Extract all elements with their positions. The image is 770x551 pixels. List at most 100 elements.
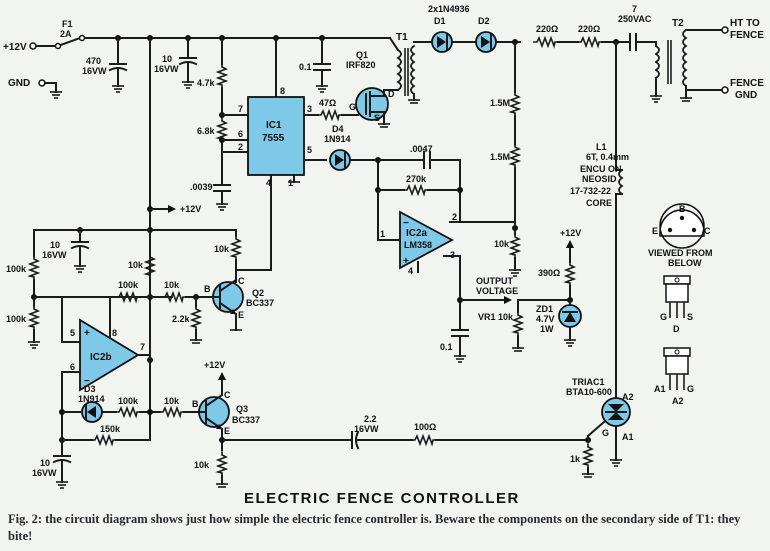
svg-text:TRIAC1: TRIAC1 [572,377,605,387]
svg-text:10k: 10k [164,280,180,290]
svg-text:250VAC: 250VAC [618,14,652,24]
svg-text:150k: 150k [100,424,121,434]
svg-text:.0047: .0047 [410,144,433,154]
svg-text:10: 10 [40,458,50,468]
svg-text:A1: A1 [622,432,634,442]
svg-text:16VW: 16VW [32,468,57,478]
svg-text:G: G [349,102,356,112]
svg-text:+12V: +12V [560,228,581,238]
svg-text:2A: 2A [60,29,72,39]
ic2a-feedback: .0047 270k [375,144,516,241]
svg-text:ENCU ON: ENCU ON [580,164,622,174]
svg-text:T1: T1 [396,32,408,43]
svg-text:6: 6 [238,129,243,139]
svg-text:16VW: 16VW [82,66,107,76]
svg-text:E: E [652,226,658,236]
svg-text:OUTPUT: OUTPUT [476,276,514,286]
svg-text:220Ω: 220Ω [578,24,600,34]
to92-pinout: B E C VIEWED FROM BELOW [648,203,713,268]
svg-text:T2: T2 [672,18,684,29]
output-stage: 220Ω 220Ω 7 250VAC [533,4,657,51]
svg-text:1N914: 1N914 [78,394,105,404]
svg-text:C: C [238,276,245,286]
svg-text:IC1: IC1 [266,120,282,131]
svg-text:47Ω: 47Ω [319,98,336,108]
capacitor-10uf-a: 10 16VW [154,37,198,89]
svg-text:100k: 100k [6,264,27,274]
gnd-label: GND [8,78,30,89]
svg-text:5: 5 [70,328,75,338]
capacitor-470uf: 470 16VW [82,37,128,93]
inductor-l1: L1 6T, 0.4mm ENCU ON NEOSID 17-732-22 CO… [570,41,629,401]
svg-text:6.8k: 6.8k [197,126,216,136]
svg-text:.0039: .0039 [190,182,213,192]
svg-text:C: C [224,390,231,400]
svg-text:10k: 10k [164,396,180,406]
timing-network: 4.7k 6.8k .0039 [190,37,249,211]
svg-text:2: 2 [238,142,243,152]
svg-text:5: 5 [307,145,312,155]
svg-text:G: G [660,312,667,322]
plus12v-label: +12V [3,42,27,53]
q3-bc337: 10k +12V 10k B C E Q3 BC337 [159,360,260,488]
svg-text:16VW: 16VW [354,424,379,434]
transformer-t2: T2 HT TO FENCE FENCE GND [650,18,764,103]
svg-text:1W: 1W [540,324,554,334]
svg-text:FENCE: FENCE [730,30,764,41]
bus-150: +12V [147,37,201,441]
svg-text:D4: D4 [332,124,344,134]
svg-text:Q3: Q3 [236,404,248,414]
svg-text:7: 7 [140,342,145,352]
svg-text:B: B [679,204,686,214]
svg-text:4.7k: 4.7k [197,78,216,88]
svg-text:D1: D1 [434,16,446,26]
plus12v-input: +12V [3,42,27,53]
svg-text:390Ω: 390Ω [538,268,560,278]
svg-text:100Ω: 100Ω [414,422,436,432]
ic2a-lm358: IC2a LM358 − + 1 2 3 4 [380,210,461,331]
svg-text:0.1: 0.1 [440,342,453,352]
svg-text:D3: D3 [84,384,96,394]
svg-text:10: 10 [50,240,60,250]
svg-text:8: 8 [112,328,117,338]
svg-text:7555: 7555 [262,133,285,144]
svg-text:D: D [388,89,395,99]
svg-text:IC2b: IC2b [90,352,112,363]
svg-text:470: 470 [86,56,101,66]
svg-text:BELOW: BELOW [668,258,702,268]
svg-text:10k: 10k [194,460,210,470]
svg-text:+12V: +12V [204,360,225,370]
svg-text:BC337: BC337 [232,415,260,425]
diode-d4: D4 1N914 [303,124,379,171]
diagram-title: ELECTRIC FENCE CONTROLLER [244,490,520,507]
svg-text:IC2a: IC2a [406,228,428,239]
svg-text:A2: A2 [622,392,634,402]
svg-text:S: S [374,113,380,123]
svg-text:IRF820: IRF820 [346,60,376,70]
svg-text:Q2: Q2 [252,288,264,298]
svg-text:+: + [403,256,409,267]
svg-text:CORE: CORE [586,198,612,208]
svg-text:D: D [673,324,680,334]
svg-text:10k: 10k [128,260,144,270]
svg-text:1.5M: 1.5M [490,152,510,162]
top-rail [29,34,391,50]
svg-text:FENCE: FENCE [730,78,764,89]
transformer-t1: T1 [388,32,429,104]
svg-text:HT TO: HT TO [730,18,760,29]
svg-text:GND: GND [735,90,757,101]
ic1-7555: IC1 7555 8 7 6 2 3 5 4 1 [235,37,312,279]
svg-text:L1: L1 [596,142,607,152]
svg-text:LM358: LM358 [404,240,432,250]
diodes-d1-d2: 2x1N4936 D1 D2 [427,4,521,53]
ic2b: IC2b + − 5 6 7 8 [59,318,151,443]
svg-text:10: 10 [162,54,172,64]
svg-text:1: 1 [288,178,293,188]
svg-text:4: 4 [266,178,271,188]
svg-text:2x1N4936: 2x1N4936 [428,4,470,14]
svg-text:B: B [192,399,199,409]
svg-text:3: 3 [307,104,312,114]
svg-text:+12V: +12V [180,204,201,214]
